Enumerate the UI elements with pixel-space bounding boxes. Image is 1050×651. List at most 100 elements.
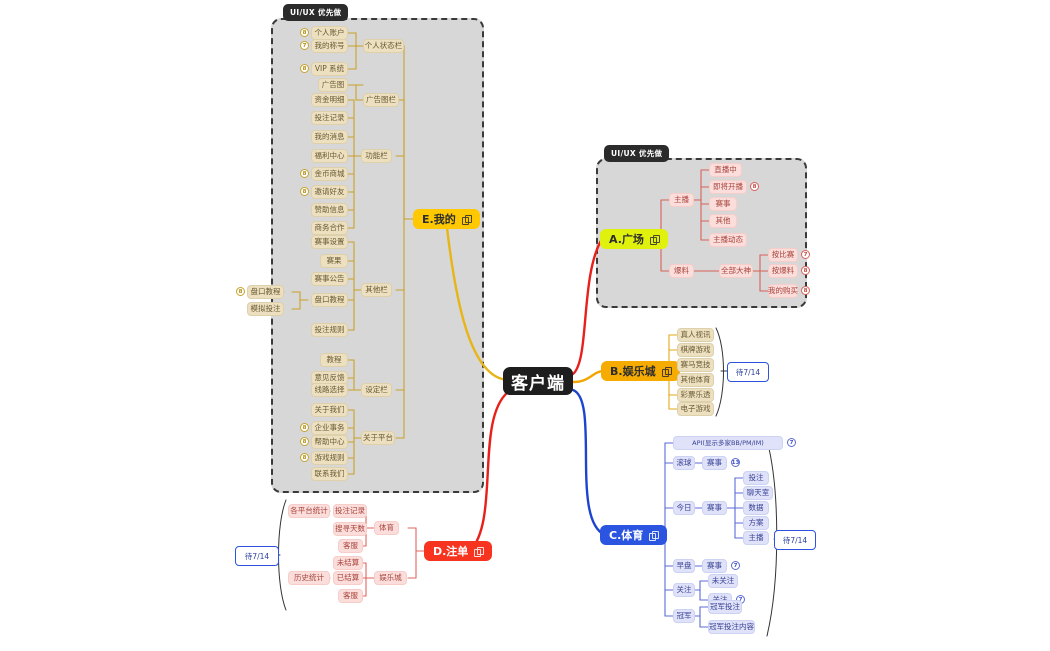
- node-ad-image[interactable]: 广告图: [318, 78, 348, 92]
- node-vip-system[interactable]: VIP 系统: [311, 62, 348, 76]
- node-champion[interactable]: 冠军: [673, 609, 695, 623]
- node-results[interactable]: 赛果: [320, 254, 348, 268]
- copy-icon[interactable]: [461, 214, 472, 225]
- node-sponsor-info[interactable]: 赞助信息: [311, 203, 348, 217]
- node-card-games[interactable]: 棋牌游戏: [677, 343, 714, 357]
- node-live-now[interactable]: 直播中: [709, 163, 742, 177]
- node-event-settings[interactable]: 赛事设置: [311, 235, 348, 249]
- badge-by-match: 7: [801, 250, 810, 259]
- node-rolling-ball[interactable]: 滚球: [673, 456, 695, 470]
- group-tag-plaza: UI/UX 优先做: [604, 145, 670, 162]
- node-casino-unsettled[interactable]: 未结算: [333, 556, 363, 570]
- node-invite-friends[interactable]: 邀请好友: [311, 185, 348, 199]
- node-slots[interactable]: 电子游戏: [677, 402, 714, 416]
- node-rolling-events[interactable]: 赛事: [702, 456, 727, 470]
- node-orders-sports[interactable]: 体育: [374, 521, 399, 535]
- node-early-events[interactable]: 赛事: [702, 559, 727, 573]
- node-sports-search-days[interactable]: 搜寻天数: [333, 522, 367, 536]
- node-unfollowed[interactable]: 未关注: [708, 574, 738, 588]
- node-handicap-tutorial[interactable]: 盘口教程: [311, 293, 348, 307]
- node-anchor-events[interactable]: 赛事: [709, 197, 737, 211]
- node-scoop[interactable]: 爆料: [669, 264, 694, 278]
- node-today-chatroom[interactable]: 聊天室: [743, 486, 773, 500]
- node-follow[interactable]: 关注: [673, 583, 695, 597]
- branch-a-plaza[interactable]: A.广场: [600, 229, 668, 249]
- node-today-plan[interactable]: 方案: [743, 516, 769, 530]
- node-betting-records[interactable]: 投注记录: [311, 111, 348, 125]
- node-my-title[interactable]: 我的称号: [311, 39, 348, 53]
- node-all-experts[interactable]: 全部大神: [719, 264, 753, 278]
- node-today-anchor[interactable]: 主播: [743, 531, 769, 545]
- node-today-betting[interactable]: 投注: [743, 471, 769, 485]
- node-anchor-other[interactable]: 其他: [709, 214, 737, 228]
- node-my-messages[interactable]: 我的消息: [311, 130, 348, 144]
- copy-icon[interactable]: [474, 546, 485, 557]
- branch-b-casino[interactable]: B.娱乐城: [601, 361, 680, 381]
- node-other-sports[interactable]: 其他体育: [677, 373, 714, 387]
- pending-pill-sports[interactable]: 待7/14: [774, 530, 816, 550]
- node-about-us[interactable]: 关于我们: [311, 403, 348, 417]
- badge-by-scoop: 8: [801, 266, 810, 275]
- node-personal-account[interactable]: 个人账户: [311, 26, 348, 40]
- badge-api-providers: 7: [787, 438, 796, 447]
- node-early-market[interactable]: 早盘: [673, 559, 695, 573]
- node-contact-us[interactable]: 联系我们: [311, 467, 348, 481]
- node-welfare-center[interactable]: 福利中心: [311, 149, 348, 163]
- copy-icon[interactable]: [649, 530, 660, 541]
- node-casino-support[interactable]: 客服: [338, 589, 363, 603]
- node-today-data[interactable]: 数据: [743, 501, 769, 515]
- node-platform-stats[interactable]: 各平台统计: [288, 504, 330, 518]
- node-lottery[interactable]: 彩票乐透: [677, 388, 714, 402]
- node-casino-settled[interactable]: 已结算: [333, 571, 363, 585]
- branch-d-orders[interactable]: D.注单: [424, 541, 493, 561]
- node-today-events[interactable]: 赛事: [702, 501, 727, 515]
- badge-upcoming-live: 8: [750, 182, 759, 191]
- node-route-selection[interactable]: 线路选择: [311, 383, 348, 397]
- node-other-bar[interactable]: 其他栏: [361, 283, 392, 297]
- node-sports-bet-records[interactable]: 投注记录: [333, 504, 367, 518]
- node-today[interactable]: 今日: [673, 501, 695, 515]
- node-anchor[interactable]: 主播: [669, 193, 694, 207]
- node-help-center[interactable]: 帮助中心: [311, 435, 348, 449]
- branch-e-my[interactable]: E.我的: [413, 209, 480, 229]
- badge-handicap-tutorial: 8: [236, 287, 245, 296]
- node-sports-support[interactable]: 客服: [338, 539, 363, 553]
- badge-help-center: 8: [300, 437, 309, 446]
- node-champion-bet[interactable]: 冠军投注: [708, 600, 742, 614]
- node-horse-racing[interactable]: 赛马竞技: [677, 358, 714, 372]
- root-node[interactable]: 客户端: [503, 367, 573, 395]
- group-frame-my: [271, 18, 484, 493]
- branch-e-my-label: E.我的: [422, 213, 456, 226]
- node-handicap-tutorial-sub[interactable]: 盘口教程: [247, 285, 284, 299]
- node-status-bar[interactable]: 个人状态栏: [363, 39, 404, 53]
- node-business-coop[interactable]: 商务合作: [311, 221, 348, 235]
- node-corporate-affairs[interactable]: 企业事务: [311, 421, 348, 435]
- node-by-scoop[interactable]: 按爆料: [768, 264, 798, 278]
- node-fund-details[interactable]: 资金明细: [311, 93, 348, 107]
- node-setting-bar[interactable]: 设定栏: [361, 383, 392, 397]
- branch-c-sports[interactable]: C.体育: [600, 525, 668, 545]
- node-history-stats[interactable]: 历史统计: [288, 571, 330, 585]
- node-my-purchase[interactable]: 我的购买: [768, 284, 798, 298]
- node-function-bar[interactable]: 功能栏: [361, 149, 392, 163]
- pending-pill-casino[interactable]: 待7/14: [727, 362, 769, 382]
- node-champion-bet-content[interactable]: 冠军投注内容: [708, 620, 755, 634]
- node-orders-casino[interactable]: 娱乐城: [374, 571, 407, 585]
- node-event-announcement[interactable]: 赛事公告: [311, 272, 348, 286]
- node-tutorial[interactable]: 教程: [320, 353, 348, 367]
- badge-vip-system: 8: [300, 64, 309, 73]
- node-about-platform[interactable]: 关于平台: [361, 431, 395, 445]
- node-ad-bar[interactable]: 广告图栏: [363, 93, 399, 107]
- node-api-providers[interactable]: API(显示多家BB/PM/IM): [673, 436, 783, 450]
- node-by-match[interactable]: 按比赛: [768, 248, 798, 262]
- node-coin-mall[interactable]: 金币商城: [311, 167, 348, 181]
- node-anchor-feed[interactable]: 主播动态: [709, 233, 747, 247]
- pending-pill-orders[interactable]: 待7/14: [235, 546, 279, 566]
- copy-icon[interactable]: [661, 366, 672, 377]
- node-betting-rules[interactable]: 投注规则: [311, 323, 348, 337]
- node-live-casino[interactable]: 真人视讯: [677, 328, 714, 342]
- node-upcoming-live[interactable]: 即将开播: [709, 180, 747, 194]
- node-sim-betting[interactable]: 模拟投注: [247, 302, 284, 316]
- copy-icon[interactable]: [649, 234, 660, 245]
- node-game-rules[interactable]: 游戏规则: [311, 451, 348, 465]
